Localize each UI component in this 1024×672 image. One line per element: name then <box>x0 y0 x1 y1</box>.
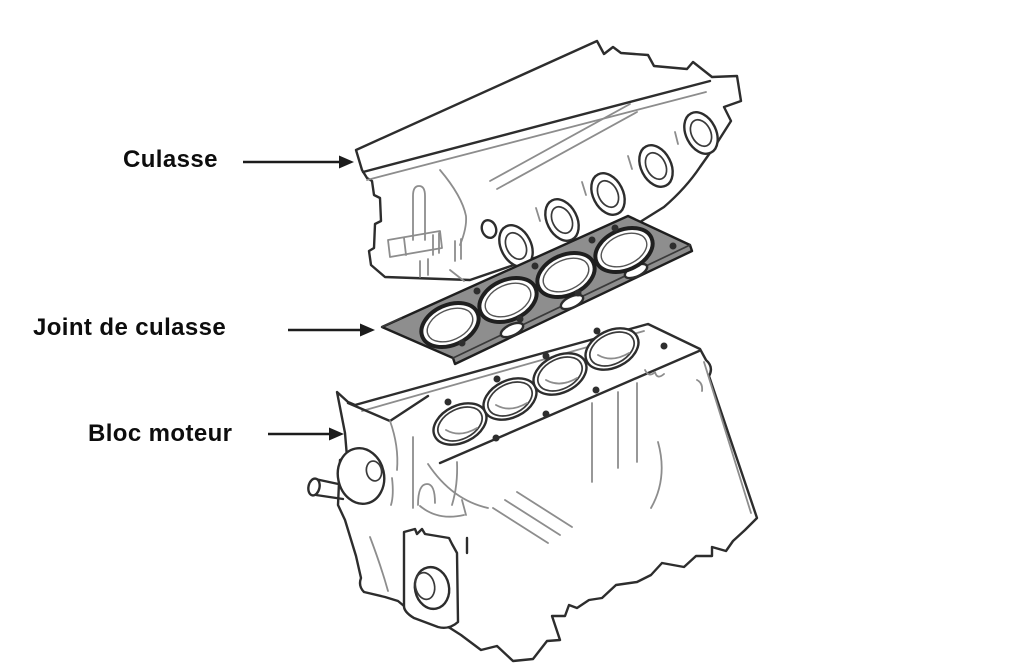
label-arrows <box>243 155 375 441</box>
engine-mount-bracket <box>402 527 469 630</box>
gasket-bolt-holes <box>458 224 677 347</box>
joint-de-culasse-arrow <box>288 323 375 337</box>
engine-block-drawing <box>307 322 759 663</box>
cylinder-head-drawing <box>354 39 743 282</box>
bloc-moteur-arrow <box>268 427 344 441</box>
head-gasket-drawing <box>380 214 694 366</box>
head-ports <box>480 111 719 268</box>
block-bolt-holes <box>444 327 668 442</box>
label-cylinder-head: Culasse <box>123 146 218 173</box>
head-left-end-details <box>387 169 468 282</box>
label-head-gasket: Joint de culasse <box>33 314 227 341</box>
block-cylinder-bores <box>432 327 640 446</box>
culasse-arrow <box>243 155 354 169</box>
label-engine-block: Bloc moteur <box>88 420 233 447</box>
gasket-bores <box>419 226 655 349</box>
water-pump-boss <box>307 446 386 506</box>
